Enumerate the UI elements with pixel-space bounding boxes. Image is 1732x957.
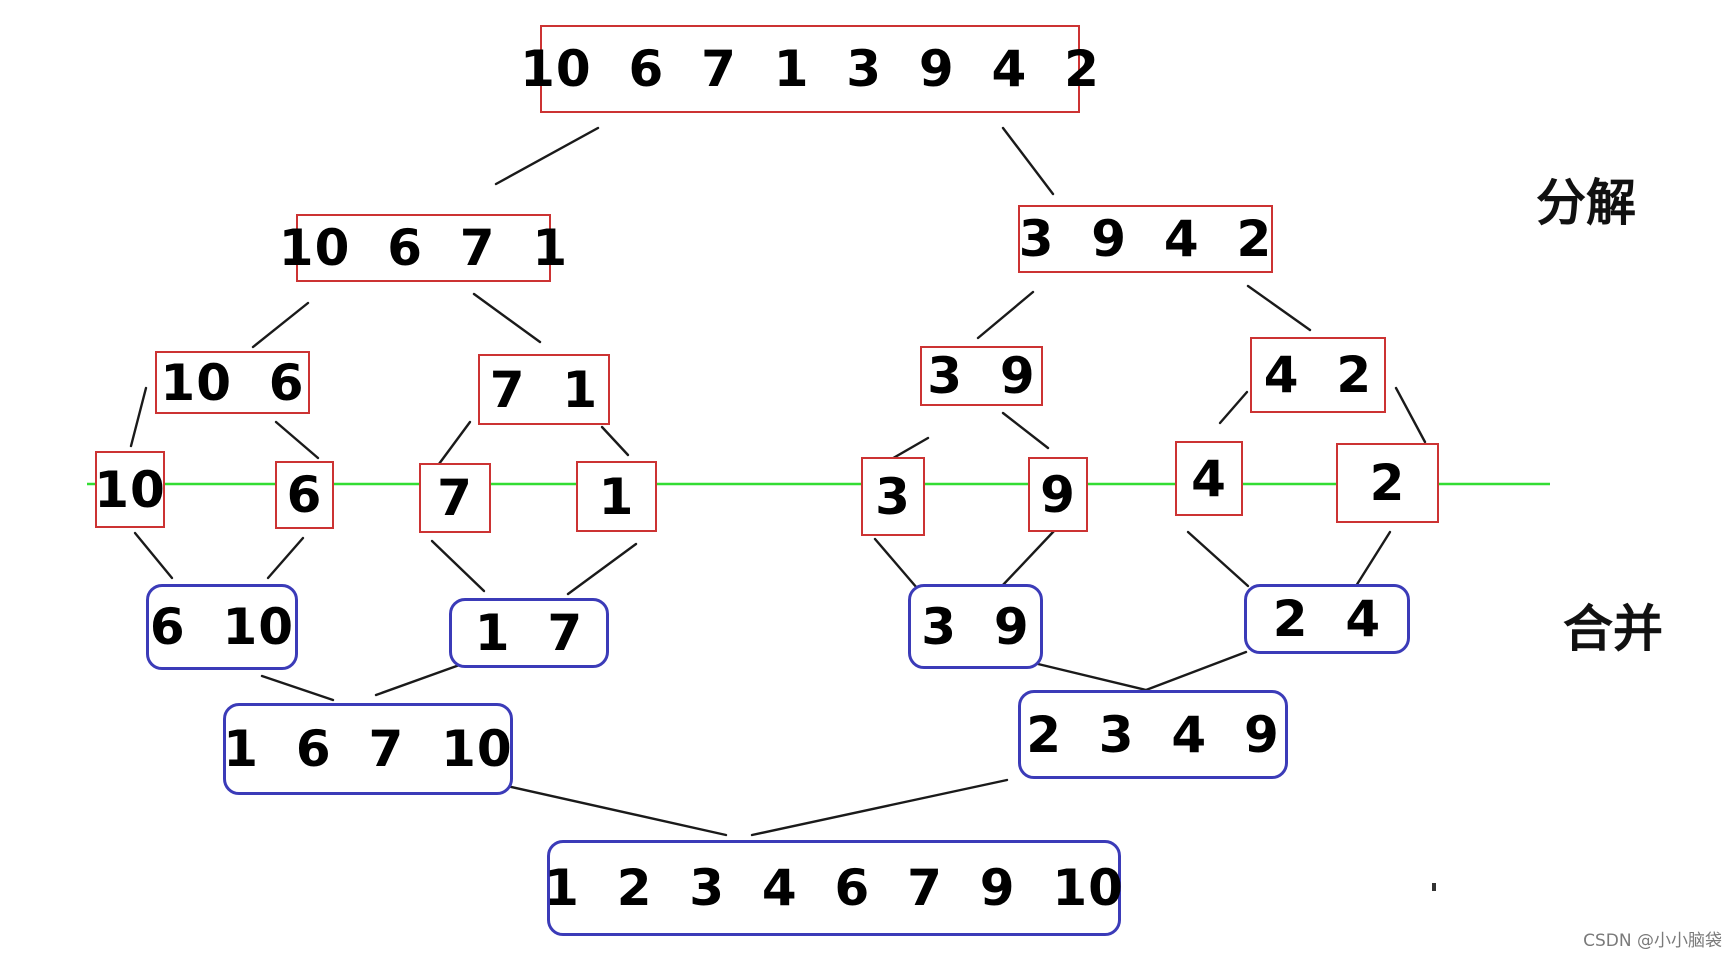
connector: [1144, 650, 1248, 692]
connector: [976, 290, 1035, 340]
split-leaf-1: 1: [576, 461, 657, 532]
connector: [260, 674, 335, 702]
merge-node-2-3-4-9: 2 3 4 9: [1018, 690, 1288, 779]
connector: [1186, 530, 1250, 588]
split-node-root: 10 6 7 1 3 9 4 2: [520, 25, 1099, 113]
split-leaf-9: 9: [1028, 457, 1088, 532]
merge-node-1-7: 1 7: [449, 598, 609, 668]
connector: [566, 542, 638, 596]
connector: [505, 784, 728, 837]
connector: [430, 539, 486, 593]
split-leaf-3: 3: [861, 457, 925, 536]
connector: [374, 661, 467, 697]
merge-label: 合并: [1563, 600, 1663, 658]
connector: [1246, 284, 1312, 332]
split-node-left: 10 6 7 1: [279, 214, 567, 282]
connector: [133, 531, 174, 580]
merge-node-3-9: 3 9: [908, 584, 1043, 669]
connector: [434, 420, 472, 470]
connector: [873, 537, 919, 590]
merge-node-2-4: 2 4: [1244, 584, 1410, 654]
split-leaf-4: 4: [1175, 441, 1243, 516]
merge-node-root: 1 2 3 4 6 7 9 10: [544, 840, 1123, 936]
split-node-right: 3 9 4 2: [1018, 205, 1273, 273]
connector: [1001, 126, 1055, 196]
watermark: CSDN @小小脑袋: [1583, 931, 1722, 951]
connector-lines: [129, 126, 1427, 837]
connector: [494, 126, 600, 186]
connector: [1394, 386, 1427, 444]
split-node-7-1: 7 1: [478, 354, 610, 425]
merge-node-1-6-7-10: 1 6 7 10: [223, 703, 513, 795]
connector: [1000, 529, 1056, 588]
decompose-label: 分解: [1536, 174, 1636, 232]
stray-dot: [1432, 883, 1436, 891]
connector: [600, 425, 630, 457]
connector: [750, 778, 1009, 837]
split-node-3-9: 3 9: [920, 346, 1043, 406]
connector: [1036, 662, 1148, 692]
connector: [1218, 390, 1249, 425]
connector: [129, 386, 148, 448]
split-leaf-6: 6: [275, 461, 334, 529]
connector: [251, 301, 310, 349]
connector: [1001, 411, 1050, 450]
connector: [274, 420, 320, 460]
split-node-10-6: 10 6: [155, 351, 310, 414]
split-leaf-10: 10: [94, 451, 165, 528]
split-leaf-7: 7: [419, 463, 491, 533]
connector: [1354, 530, 1392, 588]
connector: [472, 292, 542, 344]
split-node-4-2: 4 2: [1250, 337, 1386, 413]
split-leaf-2: 2: [1336, 443, 1439, 523]
merge-node-6-10: 6 10: [146, 584, 298, 670]
connector: [266, 536, 305, 580]
